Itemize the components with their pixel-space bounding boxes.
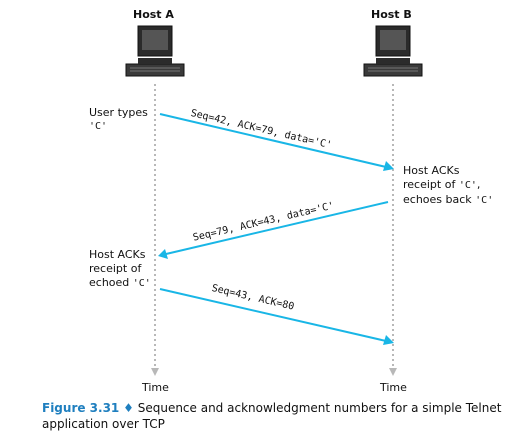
note-user-types: User types 'C': [89, 106, 148, 134]
note-host-b-ack: Host ACKs receipt of 'C', echoes back 'C…: [403, 164, 493, 208]
host-b-time-arrowhead: [389, 368, 397, 376]
note-host-a-ack-line2: receipt of: [89, 262, 142, 275]
host-b-computer-icon: [363, 25, 423, 77]
note-host-a-ack-line3-code: 'C': [132, 278, 151, 289]
note-host-b-ack-line2-code: 'C': [458, 180, 477, 191]
host-a-label: Host A: [133, 8, 174, 21]
note-host-b-ack-line2: receipt of 'C',: [403, 178, 493, 193]
host-b-time-label: Time: [380, 381, 407, 394]
note-user-types-line2: 'C': [89, 121, 108, 132]
message-arrow-1: [159, 113, 394, 171]
note-host-b-ack-line3: echoes back 'C': [403, 193, 493, 208]
note-host-b-ack-line3-code: 'C': [475, 195, 494, 206]
note-host-b-ack-line1: Host ACKs: [403, 164, 460, 177]
note-host-b-ack-line2-text: receipt of: [403, 178, 459, 191]
note-host-b-ack-line3-text: echoes back: [403, 193, 476, 206]
note-host-b-ack-line2-end: ,: [476, 178, 481, 191]
caption-bullet: ♦: [123, 401, 134, 415]
note-host-a-ack-line3-text: echoed: [89, 276, 133, 289]
message-arrow-3: [159, 288, 394, 345]
figure-caption: Figure 3.31 ♦ Sequence and acknowledgmen…: [42, 400, 512, 432]
host-b-label: Host B: [371, 8, 412, 21]
note-host-a-ack-line3: echoed 'C': [89, 276, 151, 291]
host-a-time-arrowhead: [151, 368, 159, 376]
message-arrow-2: [158, 201, 389, 259]
note-host-a-ack: Host ACKs receipt of echoed 'C': [89, 248, 151, 291]
host-a-computer-icon: [125, 25, 185, 77]
figure-number: Figure 3.31: [42, 401, 120, 415]
note-host-a-ack-line1: Host ACKs: [89, 248, 146, 261]
host-a-time-label: Time: [142, 381, 169, 394]
note-user-types-line1: User types: [89, 106, 148, 119]
caption-text: Sequence and acknowledgment numbers for …: [42, 401, 502, 431]
